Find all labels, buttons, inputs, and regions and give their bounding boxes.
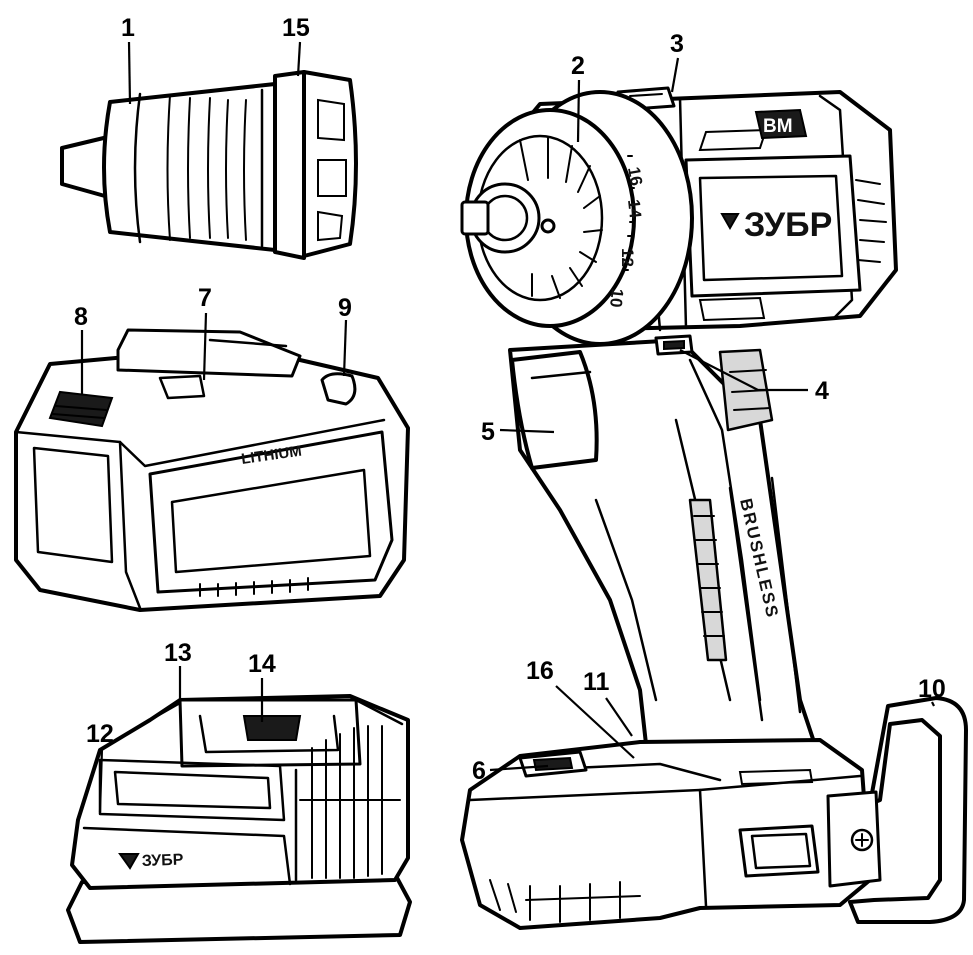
leader-10 xyxy=(931,701,935,707)
callout-12: 12 xyxy=(86,720,114,748)
leader-16 xyxy=(555,685,635,759)
battery-pack: LITHIUM xyxy=(14,328,410,612)
leader-1 xyxy=(127,41,132,105)
callout-10: 10 xyxy=(918,675,946,703)
charger-brand-label: ЗУБР xyxy=(142,852,184,870)
torque-scale-10: 10 xyxy=(606,288,627,309)
callout-13: 13 xyxy=(164,639,192,667)
callout-14: 14 xyxy=(248,650,276,678)
callout-11: 11 xyxy=(583,668,610,696)
leader-15 xyxy=(296,41,302,77)
callout-6: 6 xyxy=(472,757,486,785)
keyless-chuck xyxy=(60,70,358,260)
callout-9: 9 xyxy=(338,294,352,322)
leader-7 xyxy=(202,312,208,381)
leader-6 xyxy=(489,764,549,772)
callout-15: 15 xyxy=(282,14,310,42)
leader-lines xyxy=(80,41,935,813)
drill-brand-label: ЗУБР xyxy=(744,206,832,244)
callout-5: 5 xyxy=(481,418,495,446)
drill-bm-badge: BM xyxy=(763,116,793,137)
callout-7: 7 xyxy=(198,284,212,312)
callout-4: 4 xyxy=(815,377,829,405)
drill-driver: BRUSHLESS ЗУБР BM 16 14 xyxy=(460,86,968,930)
callout-8: 8 xyxy=(74,303,88,331)
torque-scale-12: 12 xyxy=(618,248,637,267)
leader-2 xyxy=(576,79,581,143)
leader-11 xyxy=(605,697,633,737)
callout-1: 1 xyxy=(121,14,135,42)
torque-scale-16: 16 xyxy=(624,165,646,187)
leader-5 xyxy=(499,428,555,434)
callout-numbers: 1 15 2 3 4 5 6 7 8 9 10 11 12 13 14 16 xyxy=(74,14,946,785)
leader-4 xyxy=(679,349,808,392)
leader-12 xyxy=(98,747,104,813)
charger: ЗУБР xyxy=(66,694,412,944)
callout-2: 2 xyxy=(571,52,585,80)
callout-3: 3 xyxy=(670,30,684,58)
leader-9 xyxy=(342,319,348,377)
callout-16: 16 xyxy=(526,657,554,685)
torque-scale-14: 14 xyxy=(624,198,645,219)
leader-3 xyxy=(670,57,680,93)
